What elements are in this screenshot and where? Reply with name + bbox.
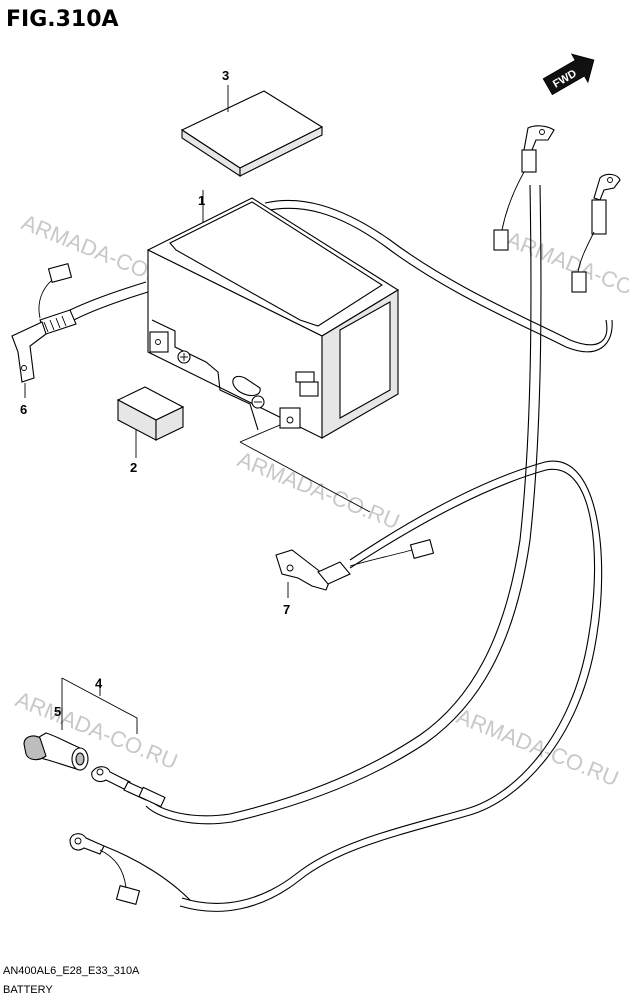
leader-7 <box>239 424 371 513</box>
callout-2: 2 <box>130 460 137 475</box>
negative-cable <box>91 184 542 825</box>
watermark: ARMADA-CO.RU <box>12 686 181 774</box>
figure-title: FIG.310A <box>6 7 119 32</box>
watermark: ARMADA-CO.RU <box>503 226 629 314</box>
battery: 1 <box>146 190 400 439</box>
ground-cable-loop <box>179 460 603 912</box>
figure-code: AN400AL6_E28_E33_310A <box>3 965 140 977</box>
watermark: ARMADA-CO.RU <box>453 703 622 791</box>
cover-sheet: 3 <box>180 68 324 178</box>
callout-6: 6 <box>20 402 27 417</box>
callout-7: 7 <box>283 602 290 617</box>
terminal-cap <box>23 732 89 771</box>
right-connectors <box>493 125 621 293</box>
callout-1: 1 <box>198 193 205 208</box>
watermark: ARMADA-CO.RU <box>234 446 403 534</box>
callout-4: 4 <box>95 676 103 691</box>
ground-lead: 7 <box>275 538 435 617</box>
positive-lead: 6 <box>11 262 149 417</box>
callout-3: 3 <box>222 68 229 83</box>
fwd-badge: FWD <box>542 53 595 96</box>
callout-5: 5 <box>54 704 61 719</box>
figure-caption: BATTERY <box>3 984 53 996</box>
callout-bracket-4-5: 4 5 <box>54 676 138 734</box>
harness-cable-upper <box>264 199 613 353</box>
arrow-right-icon <box>542 53 595 96</box>
battery-pad: 2 <box>116 386 185 475</box>
lower-lead <box>69 833 191 906</box>
